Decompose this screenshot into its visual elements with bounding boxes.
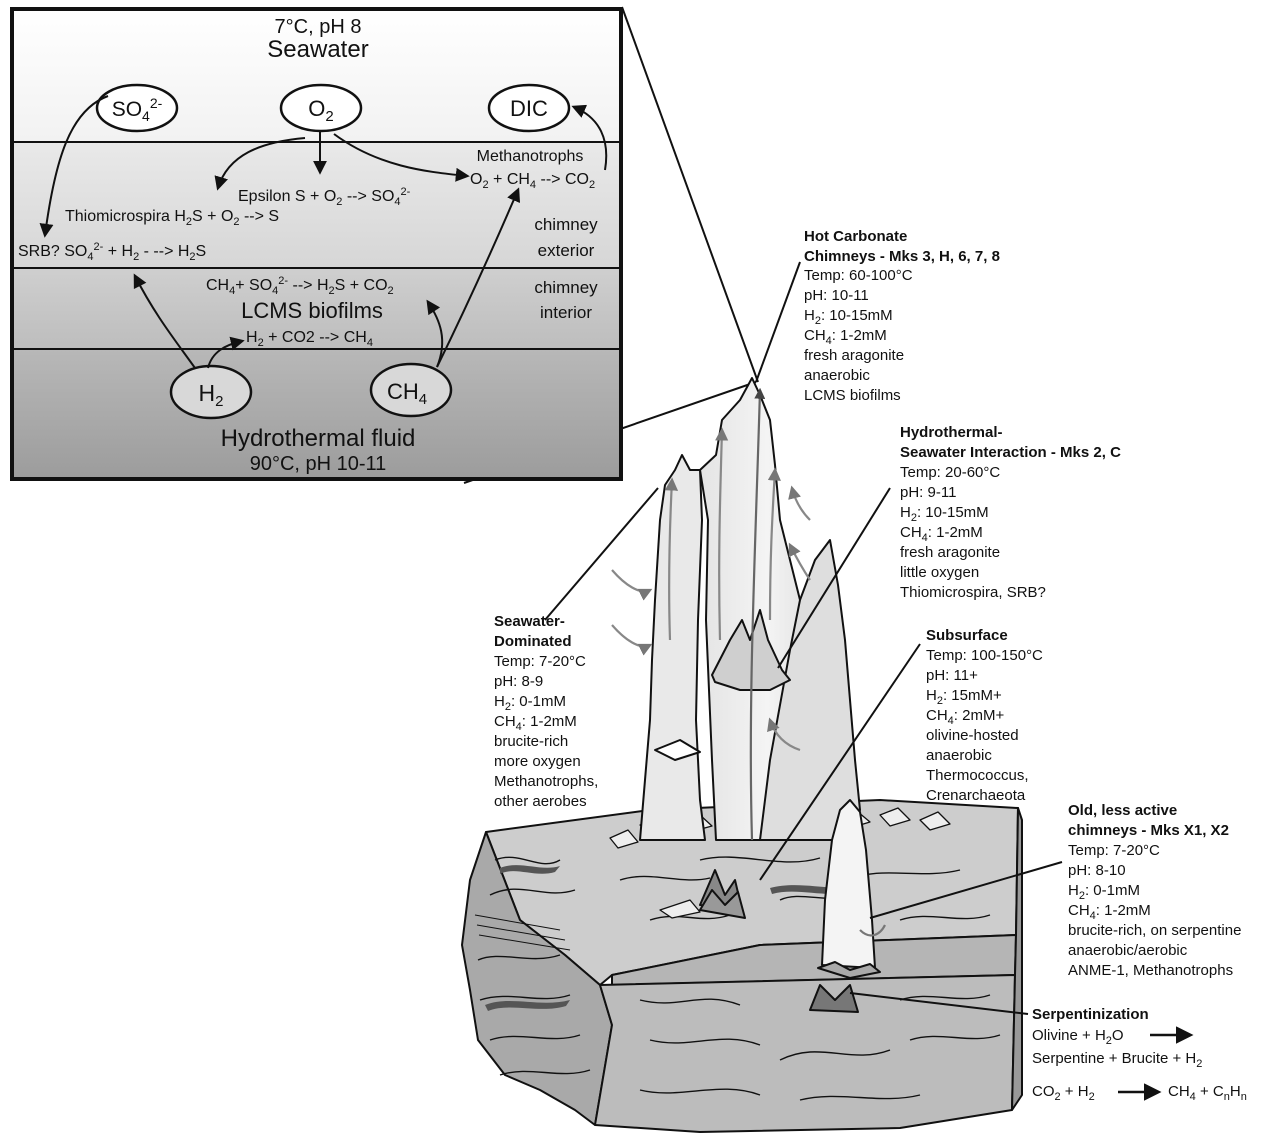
ch4-node-label: CH4 [387,379,427,408]
seawater-dominated-note-2: more oxygen [494,753,581,770]
seafloor-block [461,799,1023,1133]
subsurface-h2: H2: 15mM+ [926,687,1002,707]
subsurface-note-2: anaerobic [926,747,992,764]
hydrothermal-fluid-conditions: 90°C, pH 10-11 [250,453,387,475]
seafloor-right-face [1011,807,1023,1111]
interaction-h2: H2: 10-15mM [900,504,989,524]
lcms-reaction: CH4+ SO42- --> H2S + CO2 [206,275,394,297]
callout-subsurface: Subsurface Temp: 100-150°C pH: 11+ H2: 1… [926,627,1043,804]
dic-node-label: DIC [510,96,548,121]
inset-flux-arrows [39,95,608,369]
interaction-note-1: fresh aragonite [900,544,1000,561]
seawater-conditions: 7°C, pH 8 [275,16,362,38]
subsurface-note-4: Crenarchaeota [926,787,1026,804]
so4-node [95,83,179,133]
h2-node-label: H2 [199,380,224,410]
old-chimneys-title-2: chimneys - Mks X1, X2 [1068,822,1229,839]
subsurface-temp: Temp: 100-150°C [926,647,1043,664]
hydrothermal-fluid-title: Hydrothermal fluid [221,425,416,452]
old-chimneys-ch4: CH4: 1-2mM [1068,902,1151,922]
zone-label-chimney-exterior-2: exterior [538,241,595,260]
lcms-biofilms-title: LCMS biofilms [241,298,383,323]
zone-label-chimney-interior-2: interior [540,303,592,322]
hot-carbonate-title-1: Hot Carbonate [804,228,907,245]
old-chimneys-h2: H2: 0-1mM [1068,882,1140,902]
seawater-dominated-ch4: CH4: 1-2mM [494,713,577,733]
methanotrophs-reaction: O2 + CH4 --> CO2 [470,171,595,191]
seafloor-left-face [461,831,613,1126]
hot-carbonate-h2: H2: 10-15mM [804,307,893,327]
interaction-title-2: Seawater Interaction - Mks 2, C [900,444,1121,461]
seawater-dominated-ph: pH: 8-9 [494,673,543,690]
interaction-note-2: little oxygen [900,564,979,581]
callout-hot-carbonate: Hot Carbonate Chimneys - Mks 3, H, 6, 7,… [804,228,1000,404]
so4-node-label: SO42- [112,95,163,124]
thiomicrospira-reaction: Thiomicrospira H2S + O2 --> S [65,208,279,228]
hot-carbonate-note-2: anaerobic [804,367,870,384]
subsurface-title: Subsurface [926,627,1008,644]
epsilon-reaction: Epsilon S + O2 --> SO42- [238,186,411,208]
seawater-dominated-title-2: Dominated [494,633,572,650]
interaction-title-1: Hydrothermal- [900,424,1003,441]
hot-carbonate-title-2: Chimneys - Mks 3, H, 6, 7, 8 [804,248,1000,265]
callout-leaders [544,261,1063,1015]
interaction-ch4: CH4: 1-2mM [900,524,983,544]
hot-carbonate-ch4: CH4: 1-2mM [804,327,887,347]
seawater-dominated-note-1: brucite-rich [494,733,568,750]
o2-node [279,83,363,133]
o2-node-label: O2 [308,96,333,125]
old-chimneys-note-1: brucite-rich, on serpentine [1068,922,1241,939]
seawater-dominated-note-3: Methanotrophs, [494,773,598,790]
seawater-dominated-chimney [639,454,706,841]
methanogenesis-reaction: H2 + CO2 --> CH4 [246,329,373,349]
callout-interaction: Hydrothermal- Seawater Interaction - Mks… [900,424,1121,601]
hot-carbonate-temp: Temp: 60-100°C [804,267,913,284]
serpentinization-line-2: Serpentine + Brucite + H2 [1032,1050,1202,1070]
old-chimneys-title-1: Old, less active [1068,802,1177,819]
seawater-dominated-temp: Temp: 7-20°C [494,653,586,670]
serpentinization-title: Serpentinization [1032,1006,1149,1023]
zone-label-chimney-exterior-1: chimney [534,215,598,234]
seawater-dominated-note-4: other aerobes [494,793,587,810]
old-chimneys-ph: pH: 8-10 [1068,862,1126,879]
interaction-note-3: Thiomicrospira, SRB? [900,584,1046,601]
serpentinization-line-3a: CO2 + H2 [1032,1083,1095,1103]
inset-panel: 7°C, pH 8 Seawater Hydrothermal fluid 90… [10,7,623,481]
subsurface-note-3: Thermococcus, [926,767,1029,784]
serpentinization-line-1: Olivine + H2O [1032,1027,1124,1047]
hot-carbonate-ph: pH: 10-11 [804,287,869,304]
fluid-flow-arrows [611,387,886,937]
seawater-dominated-title-1: Seawater- [494,613,565,630]
old-chimneys-note-2: anaerobic/aerobic [1068,942,1188,959]
subsurface-ch4: CH4: 2mM+ [926,707,1004,727]
h2-node [169,364,253,420]
ch4-node [369,362,453,418]
seawater-dominated-h2: H2: 0-1mM [494,693,566,713]
hot-carbonate-note-1: fresh aragonite [804,347,904,364]
old-chimneys-note-3: ANME-1, Methanotrophs [1068,962,1233,979]
callout-serpentinization: Serpentinization Olivine + H2O Serpentin… [1032,1006,1247,1103]
dic-node [487,83,571,133]
subsurface-ph: pH: 11+ [926,667,978,684]
seawater-title: Seawater [267,36,368,63]
serpentinization-line-3b: CH4 + CnHn [1168,1083,1247,1103]
interaction-ph: pH: 9-11 [900,484,956,501]
hot-carbonate-note-3: LCMS biofilms [804,387,901,404]
old-chimneys-temp: Temp: 7-20°C [1068,842,1160,859]
srb-reaction: SRB? SO42- + H2 - --> H2S [18,241,206,263]
methanotrophs-label: Methanotrophs [477,148,584,165]
callout-old-chimneys: Old, less active chimneys - Mks X1, X2 T… [1068,802,1241,979]
old-chimney [821,799,876,969]
subsurface-note-1: olivine-hosted [926,727,1019,744]
zone-label-chimney-interior-1: chimney [534,278,598,297]
callout-seawater-dominated: Seawater- Dominated Temp: 7-20°C pH: 8-9… [494,613,598,810]
interaction-temp: Temp: 20-60°C [900,464,1000,481]
